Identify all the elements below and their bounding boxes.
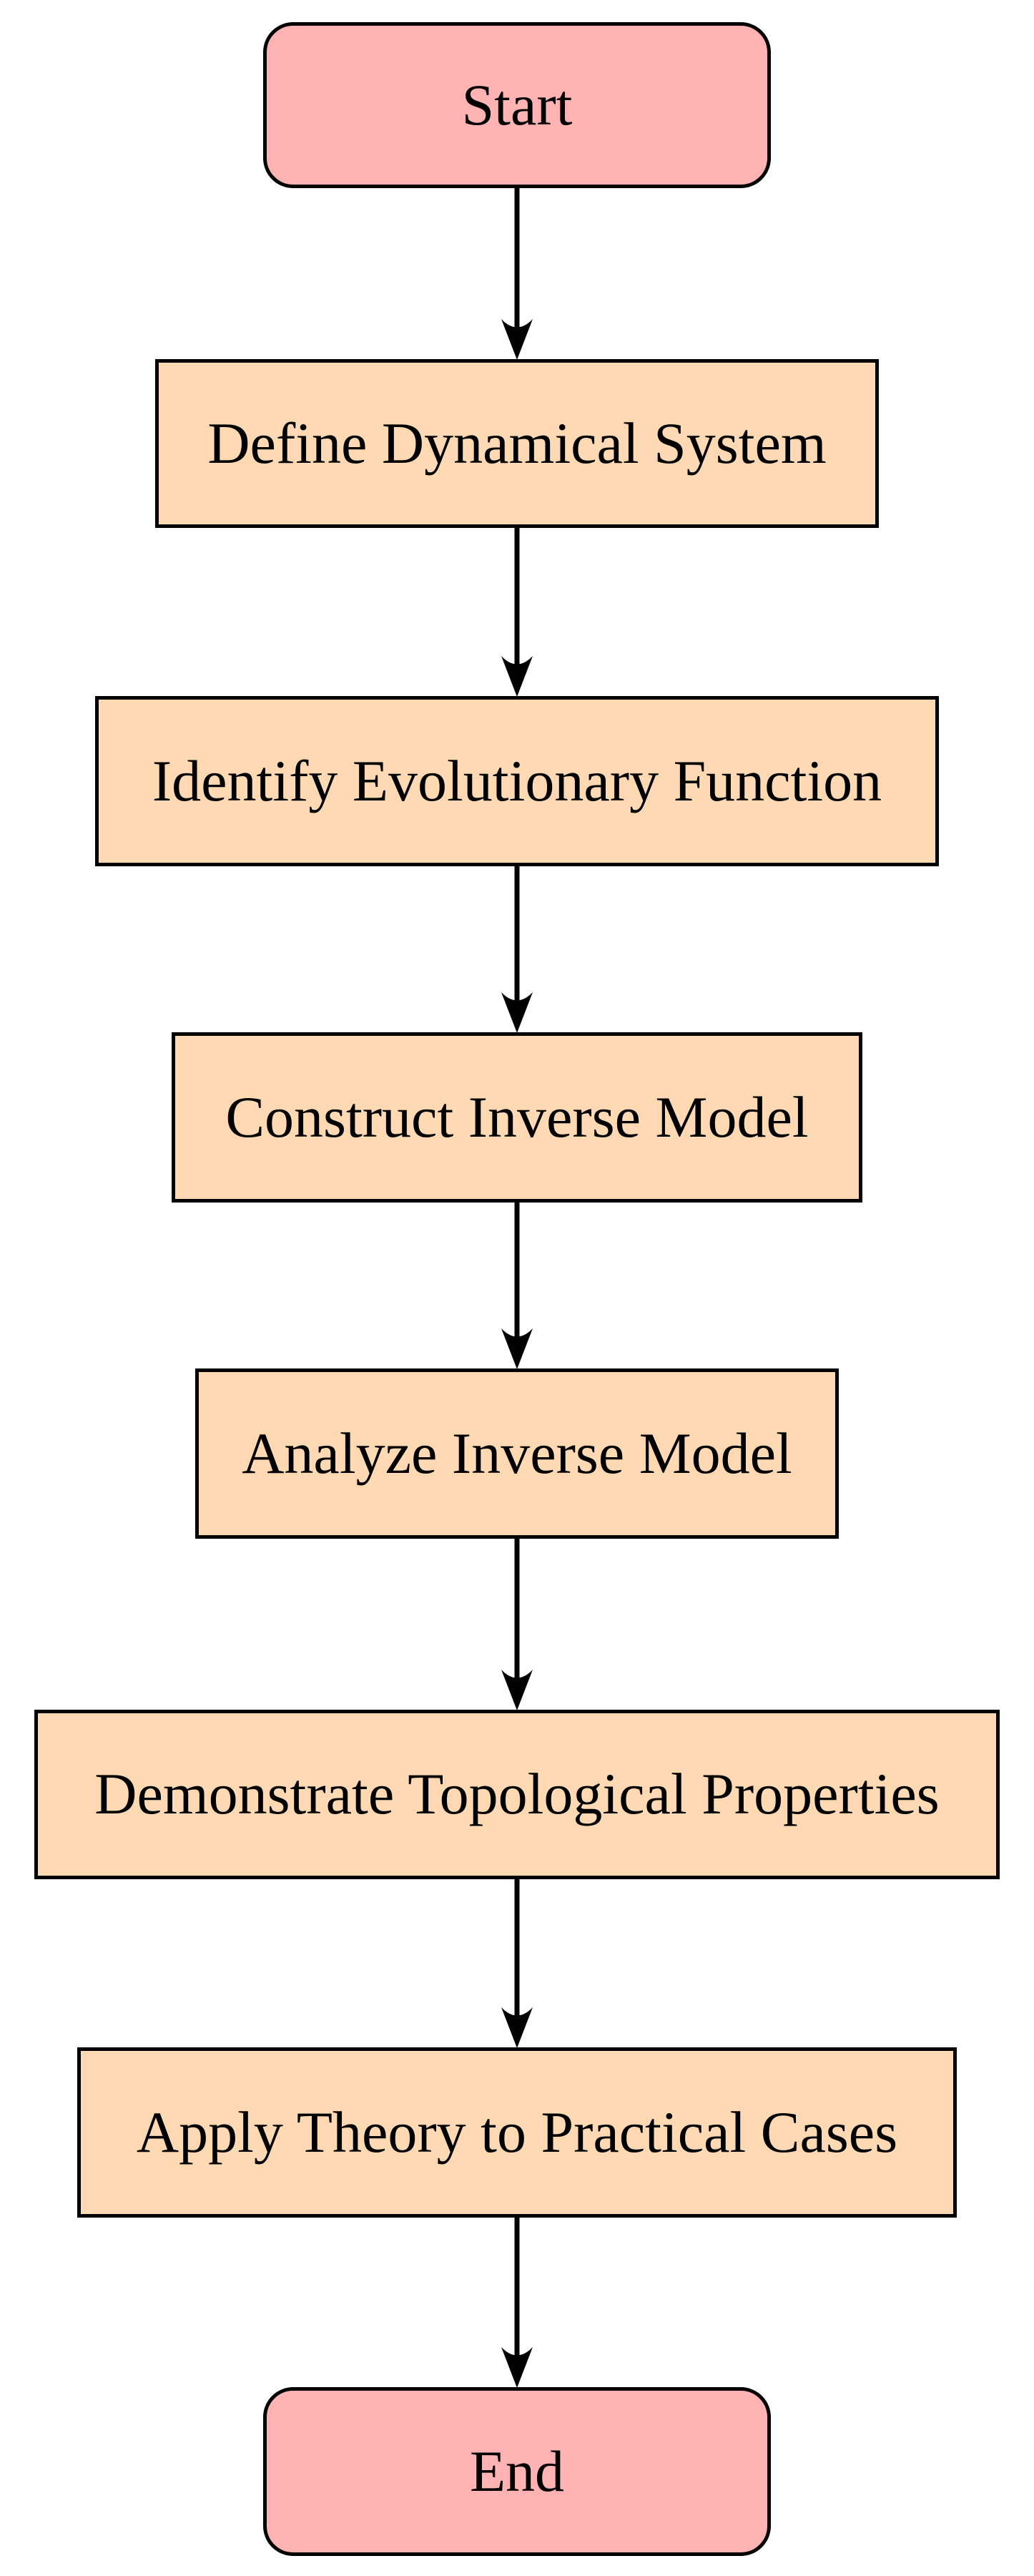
arrow-demonstrate-to-apply <box>501 1879 533 2048</box>
flowchart-node-construct-inverse-model: Construct Inverse Model <box>172 1032 862 1203</box>
flowchart-node-end: End <box>263 2387 771 2556</box>
flowchart-node-define-dynamical-system: Define Dynamical System <box>155 359 879 528</box>
flowchart-node-start: Start <box>263 22 771 188</box>
flowchart-node-demonstrate-topological-properties: Demonstrate Topological Properties <box>34 1710 1000 1879</box>
node-label-analyze-inverse-model: Analyze Inverse Model <box>242 1420 792 1486</box>
node-label-identify-evolutionary-function: Identify Evolutionary Function <box>152 748 882 813</box>
node-label-start: Start <box>461 72 573 137</box>
node-label-define-dynamical-system: Define Dynamical System <box>207 410 827 476</box>
node-label-apply-theory-to-practical-cases: Apply Theory to Practical Cases <box>136 2099 898 2165</box>
arrow-construct-to-analyze <box>501 1202 533 1369</box>
flowchart-node-analyze-inverse-model: Analyze Inverse Model <box>195 1368 839 1539</box>
node-label-construct-inverse-model: Construct Inverse Model <box>225 1084 809 1150</box>
arrow-identify-to-construct <box>501 866 533 1033</box>
node-label-end: End <box>469 2438 565 2504</box>
arrow-analyze-to-demonstrate <box>501 1538 533 1710</box>
arrow-define-to-identify <box>501 527 533 697</box>
arrow-apply-to-end <box>501 2217 533 2388</box>
arrow-start-to-define <box>501 187 533 360</box>
flowchart-node-apply-theory-to-practical-cases: Apply Theory to Practical Cases <box>77 2047 957 2218</box>
node-label-demonstrate-topological-properties: Demonstrate Topological Properties <box>94 1761 940 1827</box>
flowchart-node-identify-evolutionary-function: Identify Evolutionary Function <box>95 696 939 866</box>
